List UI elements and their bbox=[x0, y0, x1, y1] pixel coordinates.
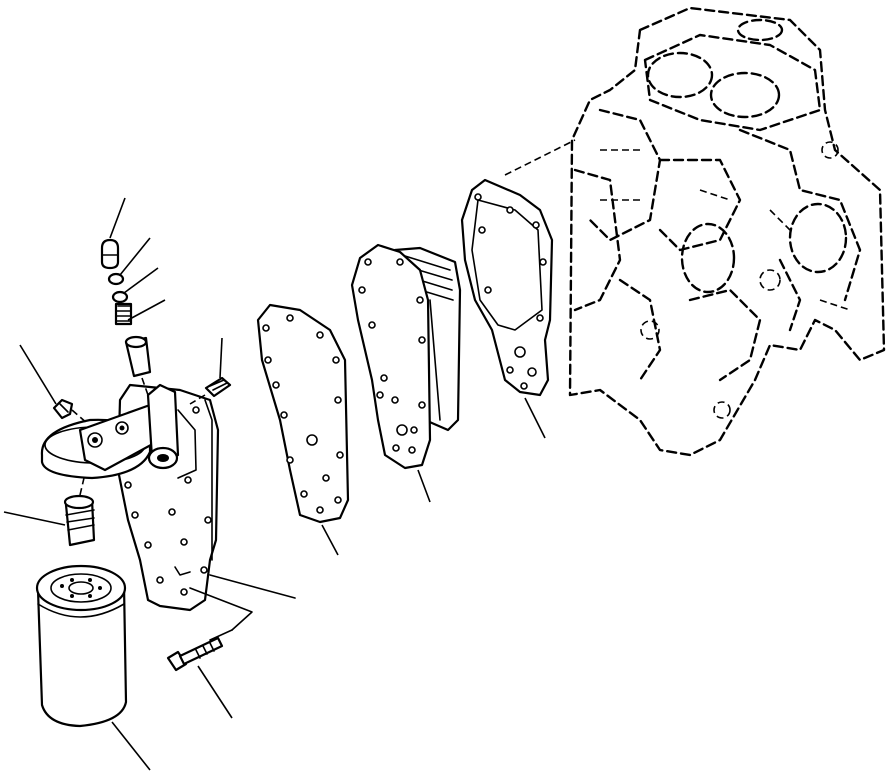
leader-line bbox=[417, 469, 431, 503]
oil-cooler-core bbox=[350, 243, 462, 503]
leader-line bbox=[197, 665, 233, 719]
oil-filter bbox=[35, 564, 151, 771]
leader-line bbox=[321, 524, 339, 556]
leader-line bbox=[119, 237, 151, 276]
cover-gasket bbox=[256, 303, 350, 556]
leader-line bbox=[127, 299, 166, 321]
leader-line bbox=[123, 267, 159, 294]
leader-line bbox=[19, 344, 57, 405]
mounting-bolt bbox=[166, 636, 233, 719]
leader-line bbox=[3, 511, 66, 526]
bypass-valve bbox=[3, 477, 96, 547]
engine-block bbox=[504, 6, 886, 457]
leader-line bbox=[109, 197, 126, 239]
drain-plug bbox=[19, 344, 89, 425]
leader-line bbox=[524, 397, 546, 439]
oil-filter-head bbox=[40, 383, 296, 641]
relief-valve-parts bbox=[100, 197, 232, 405]
cooler-gasket bbox=[460, 178, 554, 439]
leader-line bbox=[111, 721, 151, 771]
leader-line bbox=[219, 337, 223, 379]
